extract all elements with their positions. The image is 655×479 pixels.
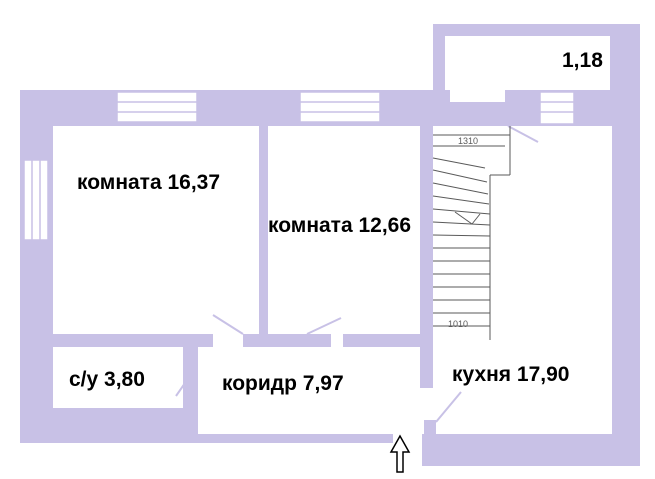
room-label-bathroom: с/у 3,80: [69, 368, 145, 391]
windows: [23, 90, 575, 241]
stair-top-mark: 1310: [458, 136, 478, 146]
room-label-corridor: коридр 7,97: [222, 372, 344, 395]
stair-bottom-mark: 1010: [448, 319, 468, 329]
walls: [20, 24, 640, 466]
room-label-kitchen: кухня 17,90: [452, 363, 570, 386]
room-label-living-1: комната 16,37: [77, 171, 221, 194]
door-swings: [175, 125, 539, 423]
stair-marks: 1310 1010: [448, 136, 478, 329]
staircase: [432, 126, 511, 340]
entrance-arrow-icon: [389, 434, 411, 473]
room-label-living-2: комната 12,66: [268, 214, 412, 237]
room-label-balcony: 1,18: [562, 49, 603, 72]
